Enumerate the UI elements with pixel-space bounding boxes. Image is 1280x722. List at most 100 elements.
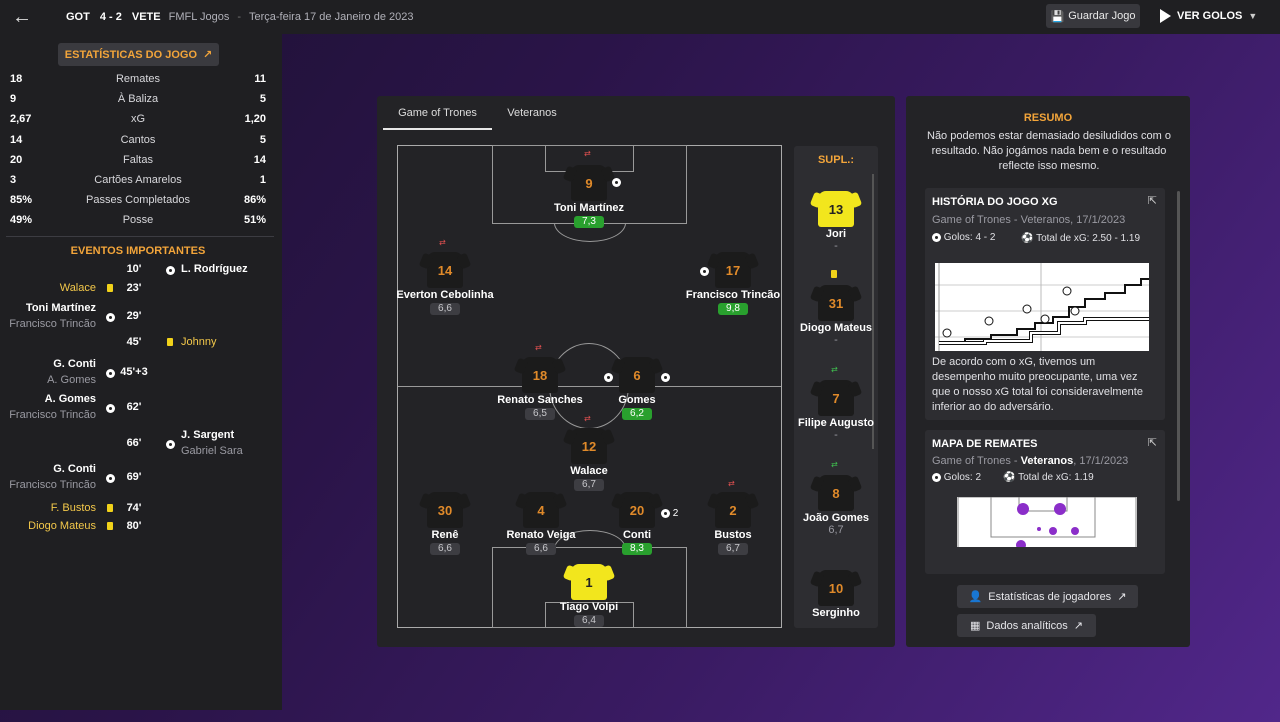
stat-label: À Baliza <box>117 93 159 106</box>
goals-text: Golos: 4 - 2 <box>943 232 996 243</box>
back-arrow-icon[interactable]: ← <box>12 5 32 28</box>
player-card[interactable]: 4 Renato Veiga 6,6 <box>491 492 591 555</box>
substitutes-title: SUPL.: <box>817 154 855 166</box>
event-assist: Francisco Trincão <box>9 479 96 491</box>
player-rating: 9,8 <box>718 303 748 315</box>
event-minute: 29' <box>126 310 142 322</box>
event-player: G. Conti <box>53 358 96 370</box>
penalty-box <box>990 496 1096 538</box>
home-stat-value: 9 <box>10 93 17 106</box>
match-stats-button[interactable]: ESTATÍSTICAS DO JOGO ↗ <box>58 43 219 66</box>
xg-history-card: HISTÓRIA DO JOGO XG ⇱ Game of Trones - V… <box>925 188 1165 420</box>
player-name: Walace <box>570 465 608 477</box>
event-player: F. Bustos <box>50 502 96 514</box>
stat-label: Cartões Amarelos <box>94 174 182 186</box>
stat-label: Posse <box>122 214 154 227</box>
assist-ball-icon <box>604 373 613 383</box>
external-link-icon: ↗ <box>203 49 213 61</box>
goal-marker <box>1062 286 1072 296</box>
yellow-card-icon <box>107 284 113 292</box>
goal-count: 2 <box>672 508 679 519</box>
goalkeeper-shirt: 1 <box>571 564 607 600</box>
player-stats-button[interactable]: 👤 Estatísticas de jogadores ↗ <box>957 585 1138 608</box>
player-name: Bustos <box>714 529 752 541</box>
sub-player-card[interactable]: 13 Jori - <box>794 191 878 252</box>
event-minute: 45' <box>126 336 142 348</box>
tab-home-team[interactable]: Game of Trones <box>383 106 492 130</box>
stat-label: Faltas <box>123 153 153 166</box>
home-stat-value: 18 <box>10 73 23 85</box>
xg-total-line: ⚽ Total de xG: 2.50 - 1.19 <box>1021 232 1153 246</box>
scrollbar[interactable] <box>872 174 874 449</box>
shirt: 14 <box>427 252 463 288</box>
shirt: 8 <box>818 475 854 511</box>
stat-label: Remates <box>115 73 161 85</box>
player-card[interactable]: 30 Renê 6,6 <box>395 492 495 555</box>
sub-player-card[interactable]: 7 Filipe Augusto - <box>794 380 878 441</box>
goal-marker <box>1022 304 1032 314</box>
xg-icon: ⚽ <box>1021 233 1034 244</box>
player-card[interactable]: 18 Renato Sanches 6,5 <box>490 357 590 420</box>
home-xg-line <box>939 278 1149 344</box>
tab-away-team[interactable]: Veteranos <box>507 107 557 119</box>
yellow-card-icon <box>107 504 113 512</box>
player-rating: 6,4 <box>574 615 604 627</box>
bar-chart-icon: ▦ <box>970 620 981 632</box>
separator: - <box>237 11 241 23</box>
player-card[interactable]: 1 Tiago Volpi 6,4 <box>539 564 639 627</box>
sub-player-card[interactable]: 31 Diogo Mateus - <box>794 285 878 346</box>
bottom-goal-box <box>545 602 634 628</box>
xg-icon: ⚽ <box>1003 472 1016 483</box>
player-card[interactable]: 2 Bustos 6,7 <box>683 492 783 555</box>
event-player: Toni Martínez <box>25 302 96 314</box>
scrollbar[interactable] <box>1177 191 1180 501</box>
yellow-card-icon <box>831 270 837 278</box>
expand-icon[interactable]: ⇱ <box>1147 437 1157 449</box>
substitution-out-icon: ⇄ <box>439 238 446 247</box>
player-rating: 6,7 <box>574 479 604 491</box>
shirt: 6 <box>619 357 655 393</box>
player-name: Renato Sanches <box>497 394 583 406</box>
view-goals-button[interactable]: VER GOLOS ▼ <box>1160 4 1257 28</box>
event-player: Walace <box>59 282 96 294</box>
goal-ball-icon <box>105 312 115 322</box>
shot-marker <box>1049 527 1057 535</box>
xg-total-text: Total de xG: 2.50 - 1.19 <box>1036 233 1141 244</box>
match-stats-title: ESTATÍSTICAS DO JOGO <box>64 48 197 61</box>
event-assist: Gabriel Sara <box>181 445 243 457</box>
event-assist: A. Gomes <box>47 374 96 386</box>
player-rating: 6,6 <box>430 543 460 555</box>
expand-icon[interactable]: ⇱ <box>1147 195 1157 207</box>
shirt: 20 <box>619 492 655 528</box>
yellow-card-icon <box>167 338 173 346</box>
event-player: A. Gomes <box>44 393 96 405</box>
player-card[interactable]: 14 Everton Cebolinha 6,6 <box>395 252 495 315</box>
analytics-button[interactable]: ▦ Dados analíticos ↗ <box>957 614 1096 637</box>
key-events-title: EVENTOS IMPORTANTES <box>70 245 206 257</box>
player-name: Renato Veiga <box>506 529 576 541</box>
save-game-button[interactable]: 💾 Guardar Jogo <box>1046 4 1140 28</box>
summary-text: Não podemos estar demasiado desiludidos … <box>927 130 1171 172</box>
player-card[interactable]: 6 Gomes 6,2 <box>587 357 687 420</box>
sub-player-card[interactable]: 10 Serginho <box>794 570 878 619</box>
event-minute: 23' <box>126 282 142 294</box>
substitution-out-icon: ⇄ <box>728 479 735 488</box>
shot-map-subtitle: Game of Trones - Veteranos, 17/1/2023 <box>932 455 1128 467</box>
stat-label: xG <box>130 113 146 126</box>
shirt: 30 <box>427 492 463 528</box>
shot-marker <box>1071 527 1079 535</box>
player-card[interactable]: 9 Toni Martínez 7,3 <box>539 165 639 228</box>
lineup-panel: Game of Trones Veteranos 9 Toni Martínez… <box>377 96 895 647</box>
sub-player-card[interactable]: 8 João Gomes 6,7 <box>794 475 878 536</box>
player-card[interactable]: 17 Francisco Trincão 9,8 <box>683 252 783 315</box>
competition-name[interactable]: FMFL Jogos <box>168 11 230 23</box>
chevron-down-icon[interactable]: ▼ <box>1248 11 1258 21</box>
shirt: 2 <box>715 492 751 528</box>
player-card[interactable]: 20 Conti 8,3 <box>587 492 687 555</box>
player-name: Filipe Augusto <box>798 417 874 429</box>
player-card[interactable]: 12 Walace 6,7 <box>539 428 639 491</box>
goal-ball-icon <box>661 508 670 518</box>
